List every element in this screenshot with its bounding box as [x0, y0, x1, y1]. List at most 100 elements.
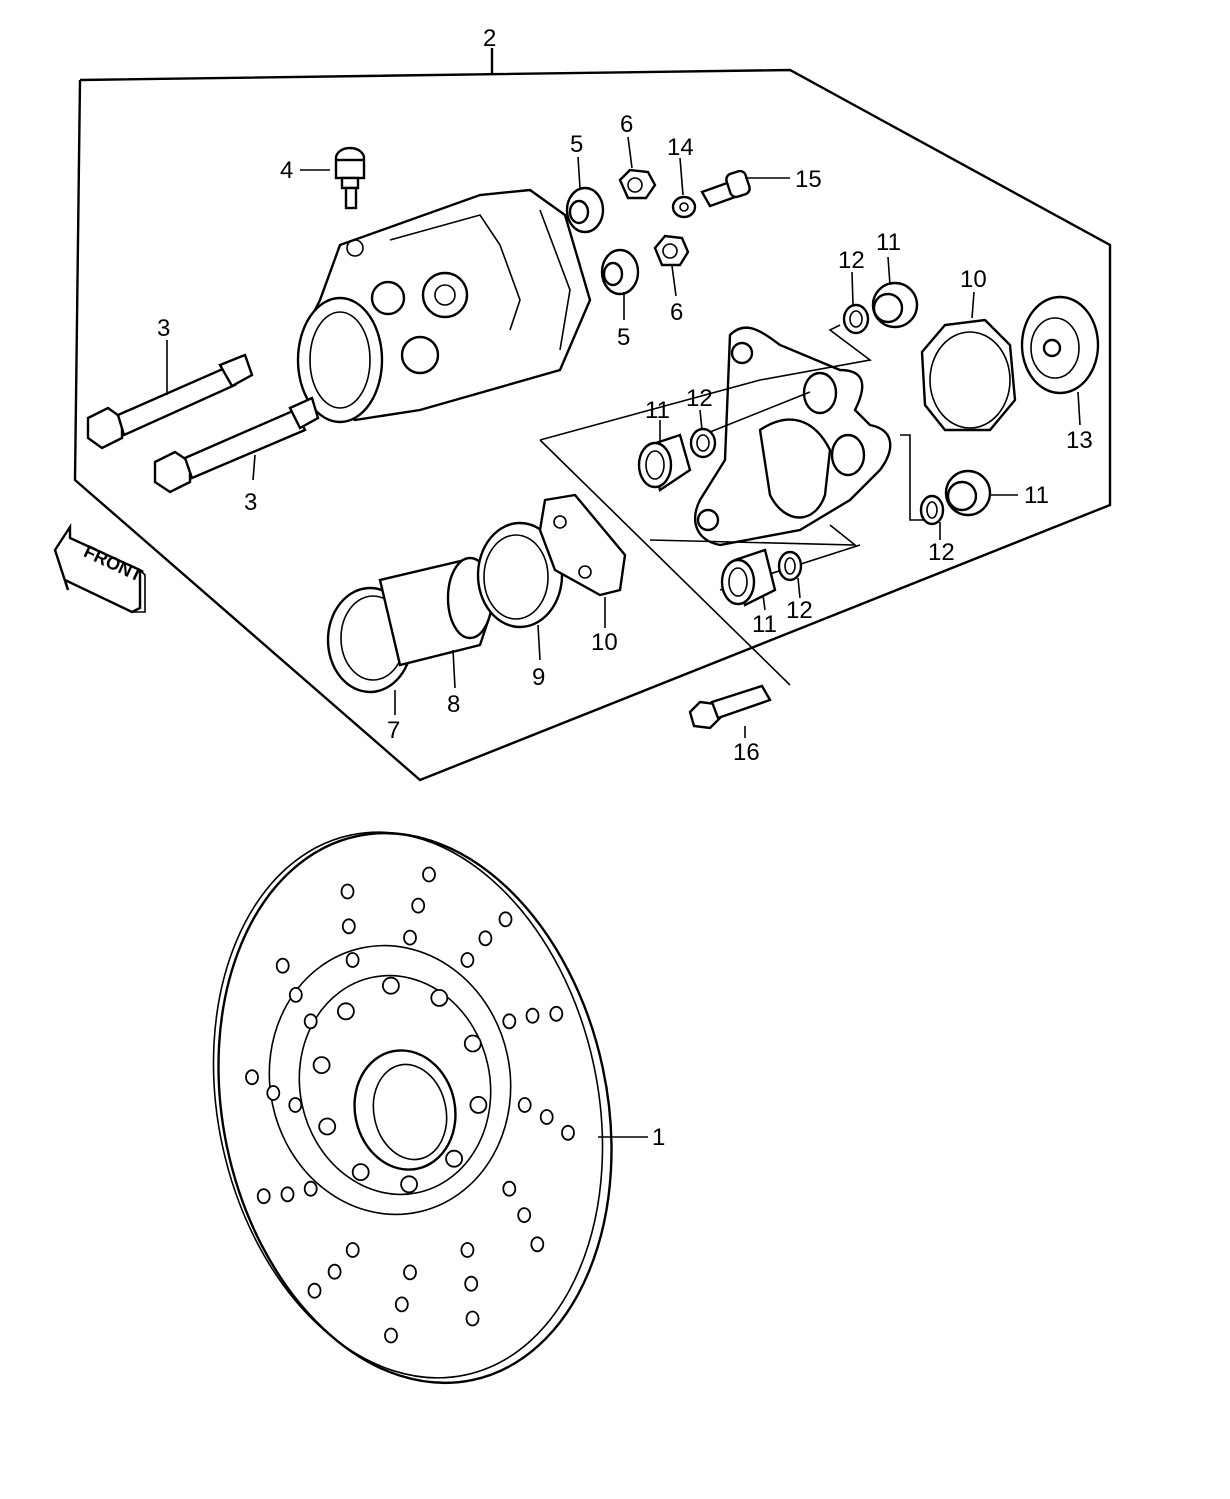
callout-11-right: 11 [1024, 482, 1049, 509]
seal-right [919, 494, 945, 526]
disc-mount-hole [463, 1034, 482, 1053]
brake-pad-right [920, 318, 1017, 432]
disc-hole [525, 1007, 540, 1024]
cap-13 [1020, 295, 1100, 395]
callout-7: 7 [387, 717, 400, 744]
disc-hole [539, 1109, 554, 1125]
callout-3-lower: 3 [244, 489, 257, 516]
disc-hole [340, 883, 355, 900]
disc-hole [460, 952, 475, 968]
disc-hole [288, 987, 303, 1003]
bracket-bolt [688, 684, 772, 730]
disc-hole [245, 1069, 259, 1086]
ref-line-down [539, 439, 791, 686]
washer-upper [565, 186, 605, 234]
disc-hole [303, 1013, 318, 1030]
washer-lower [600, 248, 640, 296]
disc-holes [245, 866, 575, 1344]
disc-hole [517, 1207, 532, 1223]
disc-hole [460, 1242, 475, 1258]
callout-11-upper: 11 [876, 229, 901, 256]
brake-disc [212, 831, 613, 1385]
piston-seal [476, 521, 564, 629]
callout-5-lower: 5 [617, 324, 630, 351]
disc-hole [549, 1005, 564, 1022]
disc-hole [280, 1186, 295, 1203]
callout-5-upper: 5 [570, 131, 583, 158]
disc-hole [464, 1275, 479, 1292]
callout-3-upper: 3 [157, 315, 170, 342]
disc-hole [403, 1264, 417, 1281]
callout-6-upper: 6 [620, 111, 633, 138]
disc-hole [517, 1097, 532, 1113]
callout-2: 2 [483, 25, 496, 52]
callout-6-lower: 6 [670, 299, 683, 326]
disc-hole [498, 911, 513, 928]
disc-mount-hole [351, 1163, 370, 1181]
disc-hole [266, 1085, 281, 1101]
disc-mount-hole [469, 1096, 488, 1114]
disc-hole [341, 918, 356, 935]
sleeve-upper-right [871, 281, 919, 329]
disc-hole [394, 1296, 409, 1313]
ref-line-lower [649, 524, 858, 546]
disc-mount-hole [312, 1056, 331, 1074]
callout-12-lower: 12 [786, 597, 813, 624]
brake-pad-left [538, 493, 627, 597]
disc-hole [478, 930, 493, 947]
bleeder-valve [300, 146, 366, 210]
disc-hole [256, 1188, 271, 1205]
disc-hole [288, 1097, 303, 1113]
disc-hole [465, 1310, 480, 1327]
sleeve-mid-left [637, 433, 692, 492]
bolt-small-15 [700, 169, 751, 208]
disc-hole [303, 1180, 318, 1197]
caliper-bolt-lower [153, 396, 320, 494]
callout-1: 1 [652, 1124, 665, 1151]
callout-10-right: 10 [960, 266, 987, 293]
disc-hole [561, 1124, 575, 1141]
disc-mount-hole [430, 989, 449, 1007]
disc-mount-hole [400, 1175, 419, 1194]
callout-15: 15 [795, 166, 822, 193]
disc-hole [345, 952, 360, 968]
disc-mount-hole [445, 1149, 464, 1168]
callout-9: 9 [532, 664, 545, 691]
ref-line-right [900, 434, 925, 521]
callout-12-upper: 12 [838, 247, 865, 274]
callout-16: 16 [733, 739, 760, 766]
disc-hole [502, 1013, 517, 1030]
seal-lower [777, 550, 803, 582]
disc-mount-hole [336, 1002, 355, 1021]
lock-washer [671, 195, 697, 219]
seal-upper-right [842, 303, 870, 335]
nut-lower [653, 234, 690, 267]
callout-11-mid: 11 [645, 397, 670, 424]
callout-10-left: 10 [591, 629, 618, 656]
sleeve-right [944, 469, 992, 517]
disc-mount-hole [381, 976, 400, 995]
callout-4: 4 [280, 157, 293, 184]
callout-12-mid: 12 [686, 385, 713, 412]
disc-hole [411, 897, 426, 914]
ref-line-upper [539, 324, 872, 441]
disc-hole [307, 1282, 322, 1299]
callout-13: 13 [1066, 427, 1093, 454]
callout-14: 14 [667, 134, 694, 161]
caliper-bracket [693, 326, 892, 547]
disc-hole [275, 957, 290, 974]
sleeve-lower [720, 548, 777, 607]
disc-mount-hole [318, 1117, 337, 1136]
callout-11-lower: 11 [752, 611, 777, 638]
disc-hole [384, 1327, 398, 1344]
seal-mid-left [689, 427, 717, 459]
front-arrow-icon: FRONT [53, 522, 146, 614]
nut-upper [618, 168, 657, 200]
caliper-bolt-upper [86, 353, 254, 450]
callout-12-right: 12 [928, 539, 955, 566]
disc-hole [345, 1242, 360, 1258]
disc-hole [422, 866, 436, 883]
caliper-body [296, 188, 592, 424]
assembly-outline [73, 68, 1112, 782]
